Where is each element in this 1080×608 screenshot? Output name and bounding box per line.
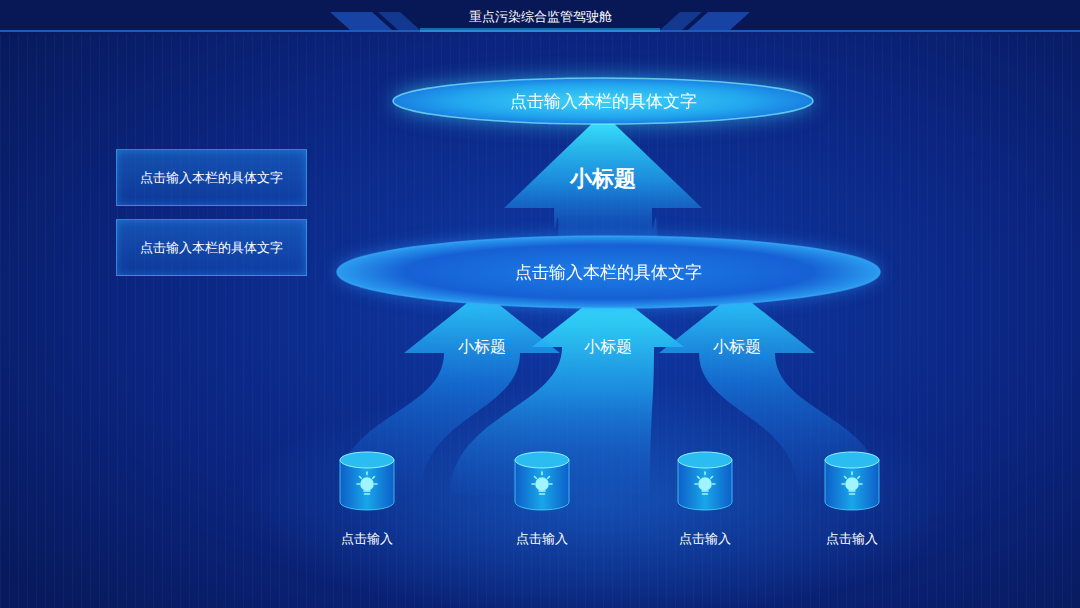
info-box: 点击输入本栏的具体文字 xyxy=(116,219,307,276)
cylinder-shape xyxy=(513,450,571,512)
storage-cylinder: 点击输入 xyxy=(510,450,574,548)
arrow-label: 小标题 xyxy=(458,337,506,358)
storage-cylinder: 点击输入 xyxy=(820,450,884,548)
cylinder-label: 点击输入 xyxy=(673,530,737,548)
cylinder-label: 点击输入 xyxy=(335,530,399,548)
cylinder-shape xyxy=(676,450,734,512)
cylinder-label: 点击输入 xyxy=(820,530,884,548)
ellipse-text: 点击输入本栏的具体文字 xyxy=(510,90,697,113)
arrow-label: 小标题 xyxy=(713,337,761,358)
flow-arrow xyxy=(504,113,702,251)
info-box-text: 点击输入本栏的具体文字 xyxy=(140,169,283,187)
info-box-text: 点击输入本栏的具体文字 xyxy=(140,239,283,257)
storage-cylinder: 点击输入 xyxy=(335,450,399,548)
info-box: 点击输入本栏的具体文字 xyxy=(116,149,307,206)
cylinder-label: 点击输入 xyxy=(510,530,574,548)
page-title: 重点污染综合监管驾驶舱 xyxy=(0,8,1080,26)
arrow-label: 小标题 xyxy=(570,164,636,194)
layer-ellipse: 点击输入本栏的具体文字 xyxy=(336,235,881,309)
flow-arrow xyxy=(659,291,882,495)
layer-ellipse: 点击输入本栏的具体文字 xyxy=(392,77,814,125)
cylinder-shape xyxy=(338,450,396,512)
arrow-label: 小标题 xyxy=(584,337,632,358)
cylinder-shape xyxy=(823,450,881,512)
ellipse-text: 点击输入本栏的具体文字 xyxy=(515,261,702,284)
storage-cylinder: 点击输入 xyxy=(673,450,737,548)
